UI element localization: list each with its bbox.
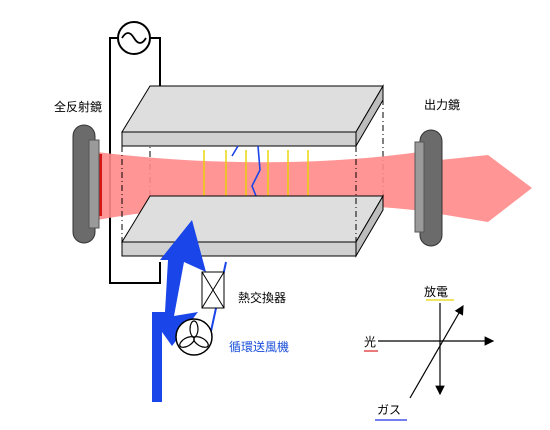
label-total-reflector: 全反射鏡	[54, 99, 102, 114]
fan-icon	[175, 318, 213, 356]
chamber-front-edges	[121, 146, 357, 242]
discharge-trace	[231, 145, 261, 197]
total-reflector-mirror	[72, 124, 100, 244]
bottom-electrode	[121, 194, 384, 258]
label-gas: ガス	[377, 403, 401, 417]
axes-legend	[364, 299, 495, 421]
label-discharge: 放電	[424, 284, 448, 299]
label-output-mirror: 出力鏡	[424, 97, 460, 112]
ac-source-icon	[117, 21, 151, 55]
heat-exchanger-icon	[201, 271, 225, 309]
top-electrode	[121, 84, 384, 148]
label-circulation-blower: 循環送風機	[229, 339, 289, 354]
label-heat-exchanger: 熱交換器	[238, 290, 286, 305]
output-mirror	[414, 129, 443, 247]
chamber-back-edges	[149, 86, 384, 210]
label-light: 光	[364, 335, 376, 349]
output-beam	[440, 155, 532, 222]
